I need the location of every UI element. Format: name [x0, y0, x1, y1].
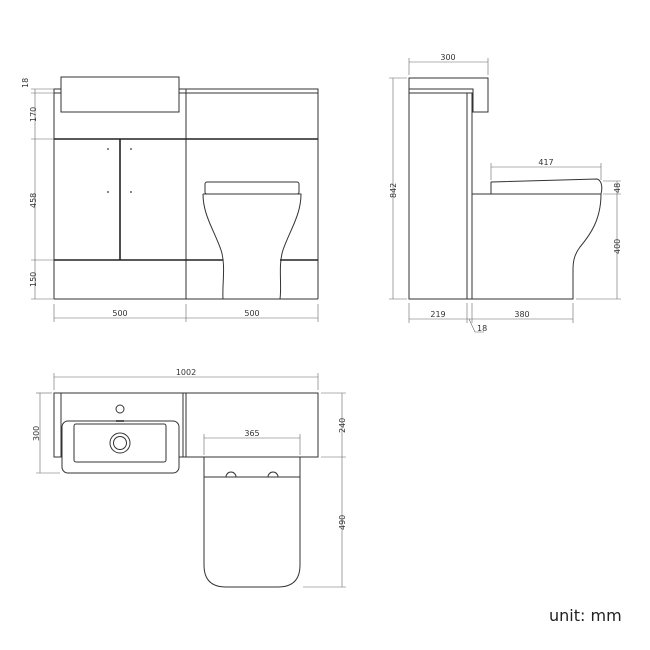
tap-hole: [115, 404, 125, 414]
basin: [60, 76, 180, 113]
dim-unit-depth: 240: [338, 418, 347, 433]
dim-seat-length: 417: [538, 158, 553, 167]
toilet-side: [472, 193, 602, 300]
side-panel: [466, 92, 473, 300]
dim-middle: 458: [29, 193, 38, 208]
dim-top: 18: [21, 78, 30, 88]
dim-seat-height: 48: [613, 183, 622, 193]
front-dimensions: 18 170 458 150 500 500: [21, 78, 319, 322]
seat-hinges: [225, 471, 279, 478]
dim-total-width: 1002: [176, 368, 196, 377]
basin-bowl: [73, 423, 167, 463]
cabinet-side: [408, 89, 468, 300]
dim-toilet-projection-plan: 490: [338, 515, 347, 530]
dim-toilet-width: 365: [244, 429, 259, 438]
dim-panel: 18: [477, 324, 487, 333]
dim-pan-height: 400: [613, 239, 622, 254]
dim-upper: 170: [29, 107, 38, 122]
dim-basin-depth: 300: [32, 426, 41, 441]
dim-cabinet-depth: 219: [430, 310, 445, 319]
dim-toilet-projection: 380: [514, 310, 529, 319]
dim-right-width: 500: [244, 309, 259, 318]
toilet-plan: [203, 457, 301, 588]
overflow: [116, 420, 124, 422]
plan-dimensions: 1002 300 240 365 490: [32, 368, 347, 588]
side-view: 300 842 417 48 400 219 18 380: [389, 53, 622, 333]
toilet-seat-side: [490, 178, 603, 195]
waste-outlet: [109, 432, 131, 454]
plan-view: 1002 300 240 365 490: [32, 368, 347, 588]
door-hinge-dots: [107, 148, 132, 193]
dim-height: 842: [389, 183, 398, 198]
countertop-side: [408, 77, 489, 113]
dim-left-width: 500: [112, 309, 127, 318]
dim-depth-top: 300: [440, 53, 455, 62]
front-view: 18 170 458 150 500 500: [21, 76, 319, 322]
side-dimensions: 300 842 417 48 400 219 18 380: [389, 53, 622, 333]
unit-label: unit: mm: [549, 606, 622, 625]
toilet-front: [202, 181, 302, 300]
dim-plinth: 150: [29, 272, 38, 287]
basin-plan: [61, 420, 180, 474]
